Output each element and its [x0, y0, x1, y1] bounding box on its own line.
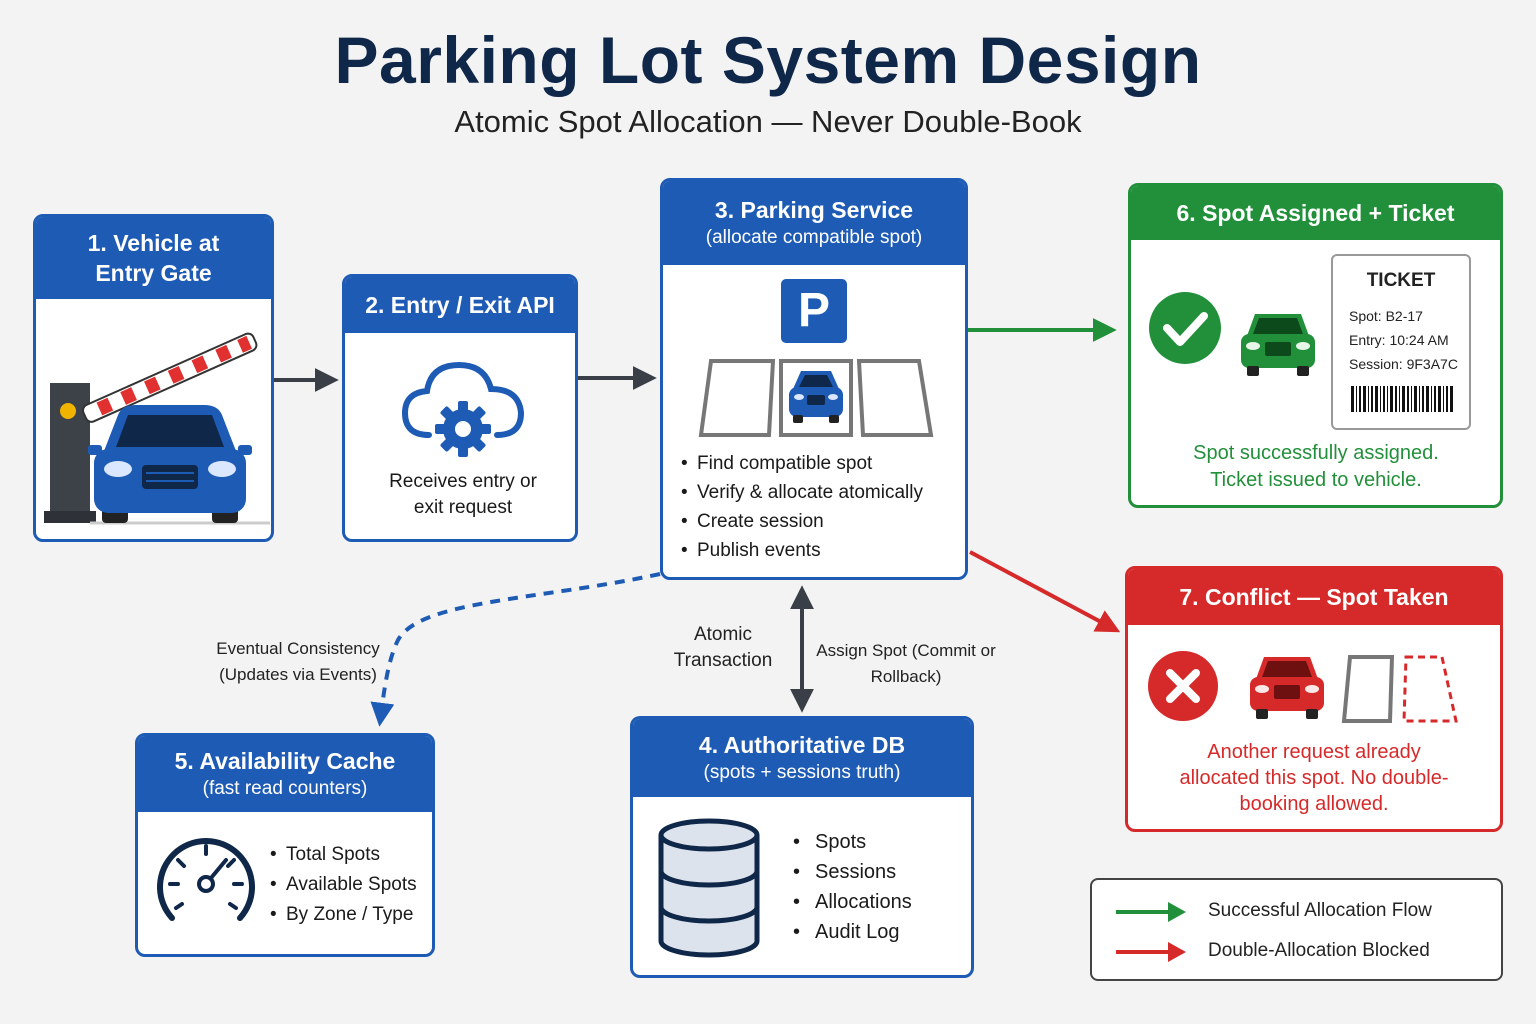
assigned-message: Spot successfully assigned. Ticket issue…: [1193, 442, 1439, 491]
db-tables-list: Spots Sessions Allocations Audit Log: [793, 827, 912, 947]
parking-spots-icon: [698, 359, 934, 437]
database-icon: [658, 818, 760, 958]
barcode-icon: [1351, 386, 1453, 412]
list-item: Allocations: [793, 887, 912, 917]
box-availability-cache-title: 5. Availability Cache: [174, 748, 396, 774]
box-entry-gate: 1. Vehicle at Entry Gate: [33, 214, 274, 542]
box-api: 2. Entry / Exit API Receives entry o: [342, 274, 578, 542]
box-parking-service-header: 3. Parking Service (allocate compatible …: [663, 181, 965, 265]
label-atomic-transaction: Atomic Transaction: [673, 624, 773, 671]
box-availability-cache-header: 5. Availability Cache (fast read counter…: [138, 736, 432, 812]
parking-sign-icon: P: [781, 279, 847, 343]
list-item: By Zone / Type: [270, 900, 417, 930]
cloud-gear-icon: [401, 361, 525, 457]
gauge-icon: [157, 838, 255, 921]
label-eventual-consistency: Eventual Consistency (Updates via Events…: [216, 639, 380, 684]
box-api-header: 2. Entry / Exit API: [345, 277, 575, 333]
label-assign-spot: Assign Spot (Commit or Rollback): [816, 641, 996, 686]
box-api-description: Receives entry or exit request: [389, 471, 537, 518]
box-authoritative-db-subtitle: (spots + sessions truth): [703, 762, 901, 783]
list-item: Publish events: [681, 536, 923, 565]
box-spot-assigned-header: 6. Spot Assigned + Ticket: [1131, 186, 1500, 240]
check-icon: [1149, 292, 1221, 364]
x-icon: [1148, 651, 1218, 721]
box-availability-cache-subtitle: (fast read counters): [202, 778, 368, 799]
parking-sign-letter: P: [797, 284, 830, 337]
box-parking-service-title: 3. Parking Service: [714, 197, 914, 223]
box-spot-assigned: 6. Spot Assigned + Ticket TICKET Spot: B…: [1128, 183, 1503, 508]
box-parking-service: 3. Parking Service (allocate compatible …: [660, 178, 968, 580]
list-item: Audit Log: [793, 917, 912, 947]
list-item: Verify & allocate atomically: [681, 478, 923, 507]
box-entry-gate-header: 1. Vehicle at Entry Gate: [36, 217, 271, 299]
list-item: Create session: [681, 507, 923, 536]
list-item: Sessions: [793, 857, 912, 887]
box-api-title: 2. Entry / Exit API: [365, 292, 555, 318]
arrow-service-to-conflict: [969, 550, 1121, 633]
conflict-message: Another request already allocated this s…: [1179, 741, 1449, 815]
car-icon: [1250, 657, 1324, 719]
parking-service-steps: Find compatible spot Verify & allocate a…: [681, 449, 923, 565]
list-item: Total Spots: [270, 840, 417, 870]
box-entry-gate-title: 1. Vehicle at Entry Gate: [87, 230, 220, 286]
legend-label-success: Successful Allocation Flow: [1208, 900, 1432, 921]
box-availability-cache: 5. Availability Cache (fast read counter…: [135, 733, 435, 957]
list-item: Spots: [793, 827, 912, 857]
box-authoritative-db-header: 4. Authoritative DB (spots + sessions tr…: [633, 719, 971, 797]
car-icon: [1241, 314, 1315, 376]
arrow-service-to-cache: [370, 572, 661, 727]
legend-green-arrow-icon: [1116, 902, 1186, 922]
ticket-entry: Entry: 10:24 AM: [1349, 332, 1449, 348]
parking-spots-icon: [1341, 655, 1458, 723]
box-conflict-title: 7. Conflict — Spot Taken: [1179, 584, 1449, 610]
ticket-icon: TICKET Spot: B2-17 Entry: 10:24 AM Sessi…: [1331, 254, 1471, 430]
box-authoritative-db-title: 4. Authoritative DB: [698, 732, 906, 758]
ticket-session: Session: 9F3A7C: [1349, 356, 1458, 372]
ticket-heading: TICKET: [1366, 270, 1436, 291]
car-icon: [88, 405, 252, 523]
box-parking-service-subtitle: (allocate compatible spot): [705, 227, 923, 248]
box-conflict: 7. Conflict — Spot Taken Another request…: [1125, 566, 1503, 832]
list-item: Find compatible spot: [681, 449, 923, 478]
ticket-spot: Spot: B2-17: [1349, 308, 1423, 324]
legend: Successful Allocation Flow Double-Alloca…: [1090, 878, 1503, 981]
page-subtitle: Atomic Spot Allocation — Never Double-Bo…: [454, 104, 1082, 139]
box-authoritative-db: 4. Authoritative DB (spots + sessions tr…: [630, 716, 974, 978]
page-title: Parking Lot System Design: [334, 23, 1202, 97]
legend-red-arrow-icon: [1116, 942, 1186, 962]
box-spot-assigned-title: 6. Spot Assigned + Ticket: [1176, 200, 1455, 226]
cache-counters-list: Total Spots Available Spots By Zone / Ty…: [270, 840, 417, 930]
list-item: Available Spots: [270, 870, 417, 900]
entry-gate-icon: [44, 332, 270, 525]
box-conflict-header: 7. Conflict — Spot Taken: [1128, 569, 1500, 625]
legend-label-blocked: Double-Allocation Blocked: [1208, 940, 1430, 961]
